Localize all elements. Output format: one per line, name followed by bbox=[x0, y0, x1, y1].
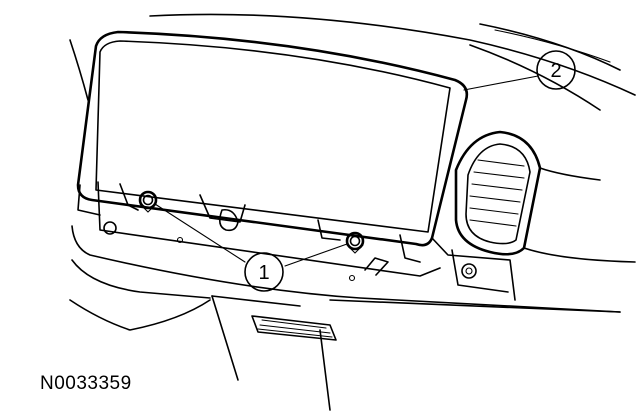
callout-2-label: 2 bbox=[550, 60, 561, 82]
lower-dash-contours bbox=[69, 225, 621, 411]
screw-right bbox=[345, 231, 365, 254]
callout-2: 2 bbox=[536, 50, 576, 90]
figure-id-code: N0033359 bbox=[40, 373, 132, 394]
cluster-trim-panel bbox=[76, 30, 469, 247]
callout-leaders bbox=[154, 75, 539, 267]
callout-1: 1 bbox=[244, 252, 284, 292]
screw-left bbox=[138, 190, 158, 213]
lower-grille bbox=[251, 315, 337, 341]
air-vent bbox=[454, 130, 636, 263]
callout-1-label: 1 bbox=[258, 262, 269, 284]
vent-louvers bbox=[469, 159, 525, 227]
